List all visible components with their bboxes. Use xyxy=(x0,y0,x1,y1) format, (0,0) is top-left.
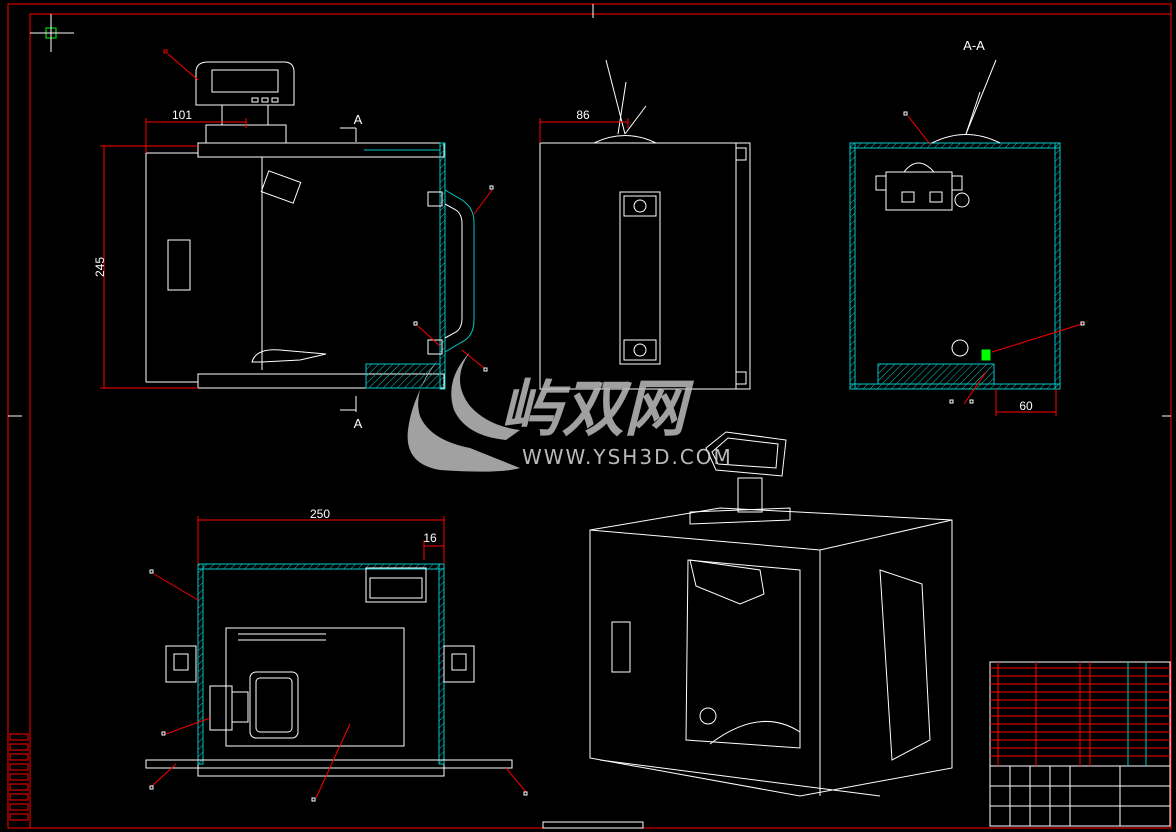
side-view xyxy=(539,59,751,390)
section-mark-upper: A xyxy=(354,112,363,127)
title-block xyxy=(989,661,1171,827)
watermark-logo xyxy=(407,352,520,472)
drawing-border xyxy=(7,3,1172,829)
watermark-logo-text: 屿双网 xyxy=(500,372,695,445)
dim-plan-small: 16 xyxy=(423,531,437,545)
revision-strip xyxy=(9,733,29,821)
dim-plan-width: 250 xyxy=(310,507,330,521)
section-view-a-a xyxy=(849,59,1085,416)
dim-side-width: 86 xyxy=(576,108,590,122)
dim-height: 245 xyxy=(93,257,107,277)
ucs-icon xyxy=(30,14,74,52)
plan-view xyxy=(145,516,528,802)
watermark-url: WWW.YSH3D.COM xyxy=(522,445,733,469)
front-view xyxy=(100,49,494,412)
dim-top-width: 101 xyxy=(172,108,192,122)
section-mark-lower: A xyxy=(354,416,363,431)
isometric-view xyxy=(589,431,953,797)
display-unit xyxy=(195,61,295,106)
section-view-title: A-A xyxy=(963,38,985,53)
dim-section-width: 60 xyxy=(1019,399,1033,413)
